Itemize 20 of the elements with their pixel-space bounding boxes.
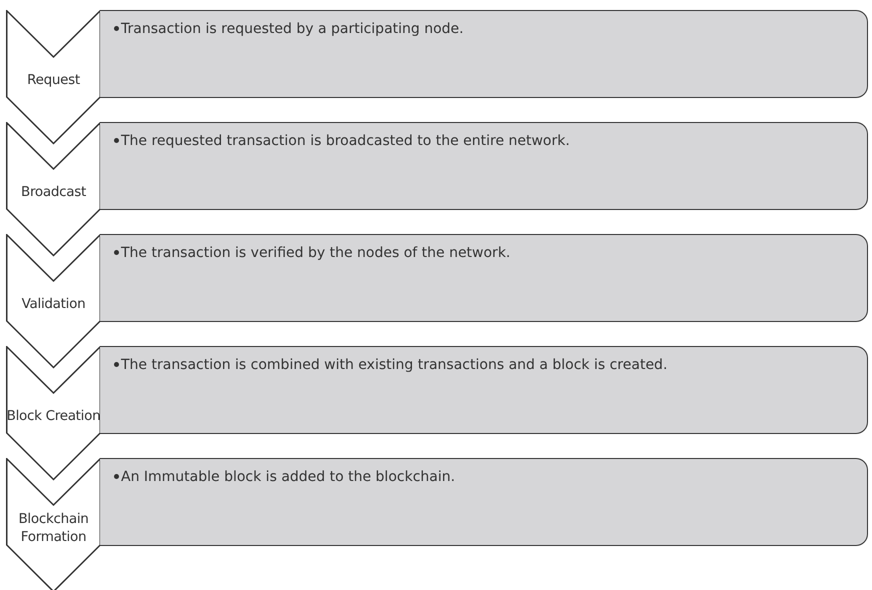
step-label: Broadcast — [21, 183, 86, 201]
description-box — [100, 234, 868, 322]
description-box — [100, 10, 868, 98]
chevron-shape — [6, 10, 101, 145]
description-text: Transaction is requested by a participating node. — [121, 20, 465, 39]
description-text: The transaction is verified by the nodes of the network. — [121, 244, 512, 263]
description-box — [100, 458, 868, 546]
step-label: Blockchain Formation — [17, 510, 90, 546]
chevron-shape — [6, 458, 101, 590]
step-label: Validation — [22, 295, 86, 313]
chevron-shape — [6, 346, 101, 481]
description-text: An Immutable block is added to the blockchain. — [121, 468, 456, 487]
chevron-shape — [6, 234, 101, 369]
description-text: The requested transaction is broadcasted to the entire network. — [121, 132, 571, 151]
chevron-shape — [6, 122, 101, 257]
description-text: The transaction is combined with existing transactions and a block is created. — [121, 356, 668, 375]
description-box — [100, 346, 868, 434]
step-label: Request — [27, 71, 80, 89]
description-box — [100, 122, 868, 210]
step-label: Block Creation — [6, 407, 100, 425]
